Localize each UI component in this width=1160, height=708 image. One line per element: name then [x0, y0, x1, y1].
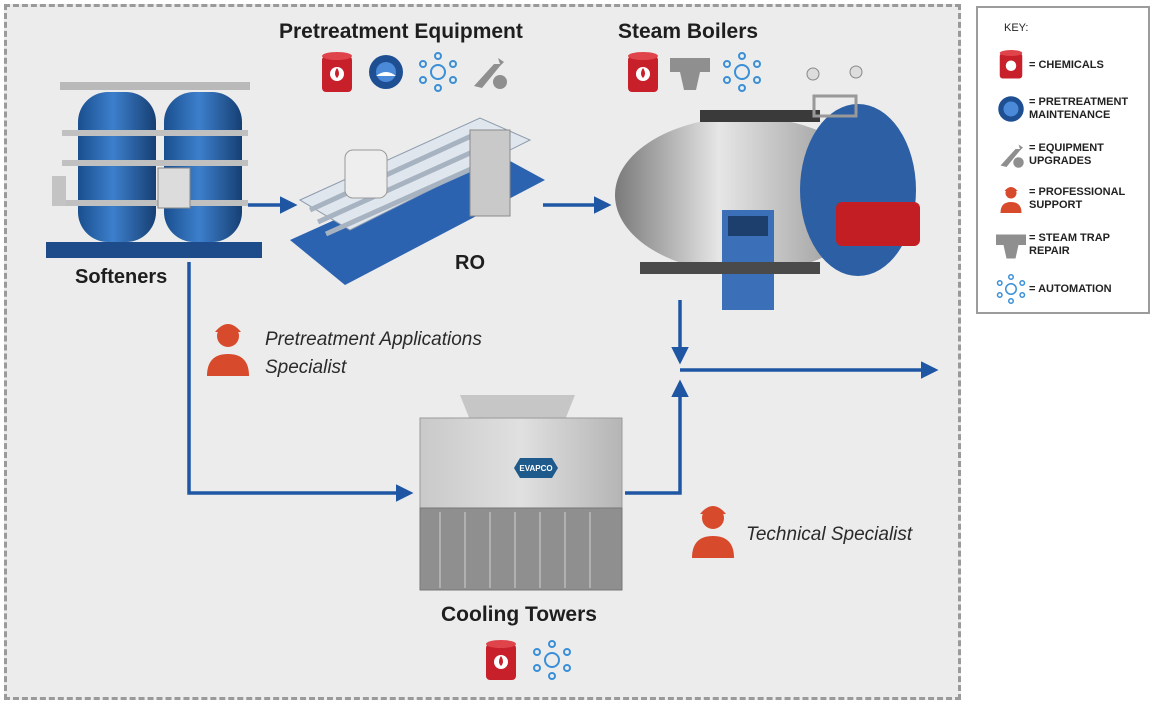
key-text-steam-trap-repair: = STEAM TRAP REPAIR — [1029, 232, 1110, 257]
pretreatment-icon-row — [322, 52, 507, 92]
steam-boilers-label: Steam Boilers — [618, 20, 759, 43]
professional-support-person-icon — [1000, 187, 1022, 213]
softeners-illustration — [46, 82, 262, 258]
key-legend: KEY: = CHEMICALS = PRETREATMENT MAINTENA… — [976, 6, 1150, 314]
key-item-automation: = AUTOMATION — [996, 274, 1112, 304]
key-item-pretreatment-maintenance: = PRETREATMENT MAINTENANCE — [996, 94, 1128, 124]
chemicals-drum-icon — [628, 52, 658, 92]
flow-lines — [187, 196, 939, 502]
pretreatment-specialist-line1: Pretreatment Applications — [265, 329, 482, 350]
steam-trap-repair-icon — [670, 58, 710, 90]
softeners-label: Softeners — [75, 266, 168, 288]
chemicals-drum-icon — [486, 640, 516, 680]
key-text-chemicals: = CHEMICALS — [1029, 58, 1104, 71]
automation-network-icon — [419, 52, 457, 92]
pretreatment-specialist-label: Pretreatment Applications Specialist — [265, 326, 482, 382]
evapco-logo-text: EVAPCO — [519, 464, 552, 473]
boiler-illustration — [615, 65, 920, 310]
key-item-chemicals: = CHEMICALS — [996, 50, 1104, 80]
key-text-professional-support: = PROFESSIONAL SUPPORT — [1029, 186, 1126, 211]
automation-network-icon — [723, 52, 761, 92]
cooling-towers-label: Cooling Towers — [441, 603, 597, 626]
key-text-pretreatment-maintenance: = PRETREATMENT MAINTENANCE — [1029, 96, 1129, 121]
professional-support-person-icon — [207, 324, 249, 376]
technical-specialist-label: Technical Specialist — [746, 524, 913, 545]
ro-illustration — [290, 117, 545, 285]
arrow-cooling-to-junction — [625, 379, 689, 495]
chemicals-drum-icon — [322, 52, 352, 92]
evapco-logo-badge — [514, 458, 558, 478]
pretreatment-equipment-label: Pretreatment Equipment — [279, 20, 523, 43]
key-text-equipment-upgrades: = EQUIPMENT UPGRADES — [1029, 142, 1104, 167]
key-text-automation: = AUTOMATION — [1029, 282, 1112, 295]
professional-support-person-icon — [692, 506, 734, 558]
steam-trap-repair-icon — [996, 234, 1026, 259]
key-item-professional-support: = PROFESSIONAL SUPPORT — [996, 184, 1125, 214]
automation-network-icon — [996, 274, 1026, 304]
key-title: KEY: — [1004, 22, 1029, 34]
cooling-towers-icon-row — [486, 640, 571, 680]
equipment-upgrades-wrench-icon — [474, 58, 507, 89]
key-item-steam-trap-repair: = STEAM TRAP REPAIR — [996, 230, 1110, 260]
pretreatment-maintenance-gear-icon — [998, 96, 1024, 122]
automation-network-icon — [533, 640, 571, 680]
cooling-tower-illustration: EVAPCO — [419, 395, 623, 591]
arrow-softeners-to-cooling — [187, 262, 414, 502]
ro-label: RO — [455, 252, 485, 274]
pretreatment-specialist-line2: Specialist — [265, 357, 347, 378]
steam-boilers-icon-row — [628, 52, 761, 92]
pretreatment-maintenance-gear-icon — [369, 55, 403, 89]
chemicals-drum-icon — [999, 50, 1023, 79]
key-item-equipment-upgrades: = EQUIPMENT UPGRADES — [996, 140, 1104, 170]
equipment-upgrades-wrench-icon — [1000, 144, 1024, 168]
